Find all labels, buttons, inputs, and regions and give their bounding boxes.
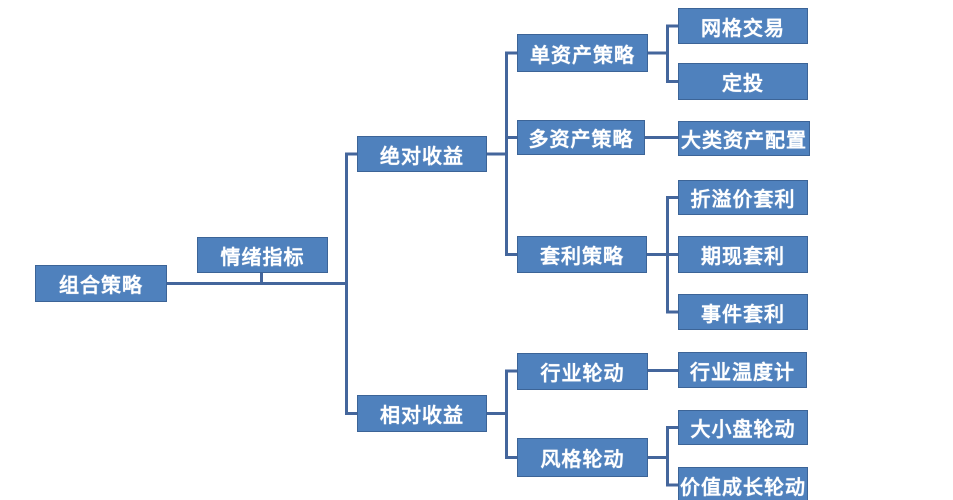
node-single-asset-strategy: 单资产策略: [517, 34, 648, 72]
node-absolute-return: 绝对收益: [357, 136, 487, 172]
node-discount-premium-arbitrage: 折溢价套利: [678, 180, 808, 215]
node-value-growth-rotation: 价值成长轮动: [678, 467, 808, 500]
node-arbitrage-strategy: 套利策略: [517, 236, 647, 273]
node-industry-thermometer: 行业温度计: [678, 352, 807, 388]
node-asset-allocation: 大类资产配置: [678, 121, 810, 156]
node-futures-spot-arbitrage: 期现套利: [678, 236, 808, 273]
node-sentiment-indicator: 情绪指标: [197, 237, 328, 273]
node-style-rotation: 风格轮动: [517, 438, 648, 477]
node-portfolio-strategy: 组合策略: [35, 265, 167, 302]
node-large-small-cap-rotation: 大小盘轮动: [678, 410, 808, 445]
node-grid-trading: 网格交易: [678, 8, 808, 44]
node-regular-investing: 定投: [678, 63, 808, 100]
node-industry-rotation: 行业轮动: [517, 353, 648, 390]
node-event-arbitrage: 事件套利: [678, 294, 808, 330]
node-relative-return: 相对收益: [357, 395, 487, 432]
node-multi-asset-strategy: 多资产策略: [517, 120, 645, 155]
